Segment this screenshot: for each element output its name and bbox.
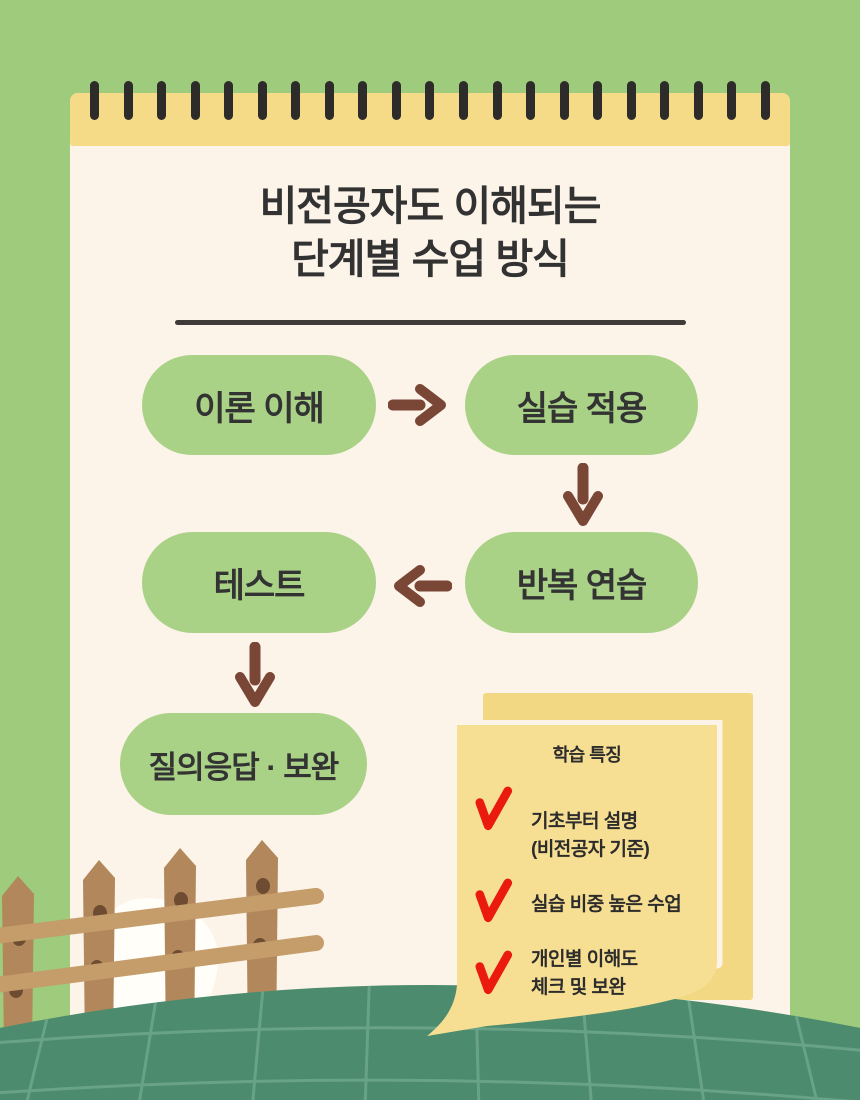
binding-pin xyxy=(425,81,435,120)
binding-pin xyxy=(727,81,737,120)
binding-pin xyxy=(157,81,167,120)
checkmark-icon xyxy=(472,783,513,834)
title-divider xyxy=(175,320,686,325)
note-item-line: 체크 및 보완 xyxy=(531,977,626,998)
flow-step-label: 이론 이해 xyxy=(194,389,325,428)
binding-pin xyxy=(593,81,603,120)
binding-pin xyxy=(660,81,670,120)
checkmark-icon xyxy=(472,947,513,998)
note-item-line: 기초부터 설명 xyxy=(531,811,638,832)
binding-pin xyxy=(358,81,368,120)
title-line-2: 단계별 수업 방식 xyxy=(291,236,570,282)
binding-pin xyxy=(526,81,536,120)
flow-step-theory: 이론 이해 xyxy=(142,355,376,455)
sticky-note: 학습 특징 기초부터 설명 (비전공자 기준) 실습 비중 높은 수업 개인별 … xyxy=(425,720,725,1045)
arrow-down-icon-1 xyxy=(563,463,603,529)
binding-pin xyxy=(291,81,301,120)
arrow-left-icon xyxy=(390,564,452,608)
binding-pin xyxy=(324,81,334,120)
arrow-right-icon xyxy=(388,383,450,427)
binding-pin xyxy=(626,81,636,120)
binding-pin xyxy=(492,81,502,120)
flow-step-practice: 실습 적용 xyxy=(465,355,698,455)
fence-rail-top xyxy=(0,888,324,944)
note-item-line: (비전공자 기준) xyxy=(531,839,650,860)
fence-rail-bottom xyxy=(0,935,324,993)
note-title: 학습 특징 xyxy=(552,745,622,765)
flow-step-qna: 질의응답 · 보완 xyxy=(120,713,367,815)
note-item: 개인별 이해도 체크 및 보완 xyxy=(531,946,716,1002)
page-title: 비전공자도 이해되는 단계별 수업 방식 xyxy=(70,180,790,286)
spiral-binding xyxy=(90,81,770,120)
binding-pin xyxy=(459,81,469,120)
note-item: 실습 비중 높은 수업 xyxy=(531,891,716,919)
binding-pin xyxy=(693,81,703,120)
flow-step-repeat: 반복 연습 xyxy=(465,532,698,633)
flow-step-label: 실습 적용 xyxy=(516,389,648,428)
binding-pin xyxy=(391,81,401,120)
binding-pin xyxy=(90,81,99,120)
binding-pin xyxy=(257,81,267,120)
binding-pin xyxy=(760,81,770,120)
flow-step-label: 반복 연습 xyxy=(516,567,648,605)
binding-pin xyxy=(559,81,569,120)
flow-step-test: 테스트 xyxy=(142,532,376,633)
note-item-line: 실습 비중 높은 수업 xyxy=(531,894,682,915)
checkmark-icon xyxy=(472,875,513,926)
binding-pin xyxy=(224,81,234,120)
note-item: 기초부터 설명 (비전공자 기준) xyxy=(531,808,716,864)
note-item-line: 개인별 이해도 xyxy=(531,949,638,970)
arrow-down-icon-2 xyxy=(235,642,275,710)
flow-step-label: 테스트 xyxy=(213,567,306,605)
flow-step-label: 질의응답 · 보완 xyxy=(148,749,340,785)
title-line-1: 비전공자도 이해되는 xyxy=(259,183,602,229)
binding-pin xyxy=(190,81,200,120)
binding-pin xyxy=(123,81,133,120)
